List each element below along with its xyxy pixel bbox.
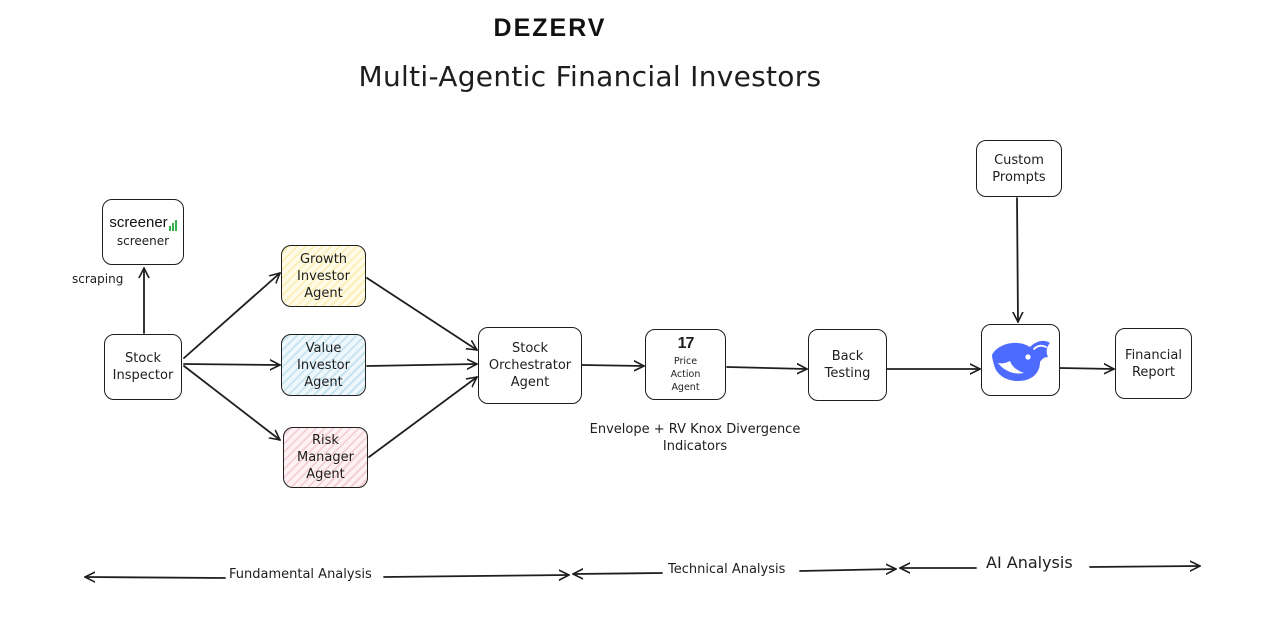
diagram-title: Multi-Agentic Financial Investors [358,60,822,93]
back-testing-node[interactable]: Back Testing [808,329,887,401]
financial-report-node[interactable]: Financial Report [1115,328,1192,399]
financial-report-line2: Report [1131,364,1176,380]
value-agent-line2: Investor [297,357,350,373]
arrow-inspector-to-growth [183,272,281,359]
deepseek-node[interactable] [981,324,1060,396]
phase-fundamental-analysis: Fundamental Analysis [229,567,372,582]
scraping-label: scraping [72,272,124,286]
phase-arrow-fundamental-left [84,577,226,578]
stock-inspector-line2: Inspector [112,368,174,383]
phase-arrow-fundamental-right [383,575,570,577]
price-action-line1: Price [673,356,698,367]
orchestrator-line3: Agent [510,375,550,390]
indicators-line1: Envelope + RV Knox Divergence [589,422,801,437]
orchestrator-line2: Orchestrator [488,358,572,373]
brand-logo: DEZERV [493,14,607,42]
price-action-agent-node[interactable]: 17 Price Action Agent [645,329,726,400]
phase-arrow-ai-right [1089,566,1201,567]
screener-node[interactable]: screener screener [102,199,184,265]
stock-inspector-line1: Stock [125,351,161,366]
back-testing-line1: Back [831,349,864,364]
arrow-inspector-to-risk [183,365,281,441]
indicators-line2: Indicators [662,439,728,454]
custom-prompts-node[interactable]: Custom Prompts [976,140,1062,197]
growth-agent-line1: Growth [299,251,348,267]
arrow-inspector-to-value [183,364,281,365]
phase-technical-analysis: Technical Analysis [668,562,786,577]
screener-bars-icon [168,219,177,231]
risk-agent-line3: Agent [306,467,345,482]
indicators-note: Envelope + RV Knox Divergence Indicators [580,421,810,455]
growth-investor-agent-node[interactable]: Growth Investor Agent [281,245,366,307]
arrow-deepseek-to-report [1059,368,1115,369]
growth-agent-line3: Agent [304,285,343,301]
stock-orchestrator-agent-node[interactable]: Stock Orchestrator Agent [478,327,582,404]
risk-manager-agent-node[interactable]: Risk Manager Agent [283,427,368,488]
price-action-line2: Action [670,369,701,380]
arrow-orchestrator-to-price-action [581,365,645,366]
arrow-value-to-orchestrator [366,364,478,366]
phase-ai-analysis: AI Analysis [986,553,1073,572]
arrow-price-action-to-backtesting [726,367,808,369]
price-action-line3: Agent [671,382,700,393]
value-agent-line1: Value [305,340,342,356]
phase-arrow-technical-left [572,573,663,574]
arrow-growth-to-orchestrator [366,277,478,351]
arrow-prompts-to-deepseek [1017,197,1018,323]
risk-agent-line1: Risk [312,433,339,448]
deepseek-whale-icon [991,340,1050,381]
risk-agent-line2: Manager [297,450,354,465]
custom-prompts-line2: Prompts [992,169,1046,185]
phase-arrow-technical-right [799,569,897,571]
arrow-risk-to-orchestrator [368,376,478,458]
custom-prompts-line1: Custom [994,152,1044,168]
stock-inspector-node[interactable]: Stock Inspector [104,334,182,400]
back-testing-line2: Testing [824,366,871,381]
value-agent-line3: Agent [304,374,343,390]
financial-report-line1: Financial [1125,347,1182,363]
screener-logo: screener [109,214,177,231]
value-investor-agent-node[interactable]: Value Investor Agent [281,334,366,396]
growth-agent-line2: Investor [297,268,350,284]
orchestrator-line1: Stock [512,341,548,356]
tradingview-icon: 17 [677,335,695,352]
screener-label: screener [116,233,170,248]
